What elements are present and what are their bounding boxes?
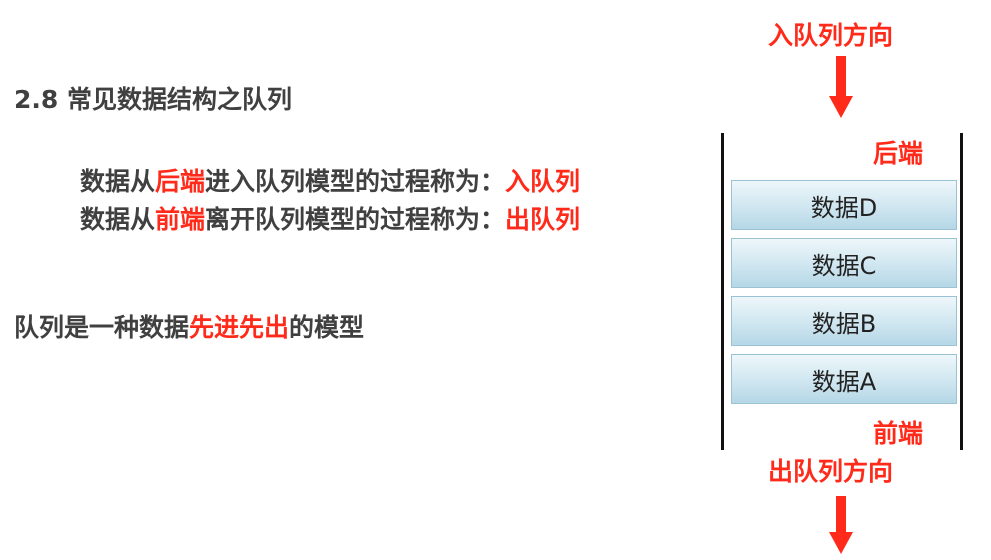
fifo-statement-prefix: 队列是一种数据 (14, 313, 190, 342)
page-title: 2.8 常见数据结构之队列 (14, 85, 292, 114)
dequeue-definition-term: 出队列 (505, 205, 581, 234)
dequeue-definition-middle: 离开队列模型的过程称为： (205, 205, 506, 234)
enqueue-definition-middle: 进入队列模型的过程称为： (205, 167, 506, 196)
dequeue-direction-label: 出队列方向 (768, 457, 894, 486)
queue-item: 数据A (731, 354, 957, 404)
dequeue-definition-prefix: 数据从 (80, 205, 156, 234)
queue-item: 数据D (731, 180, 957, 230)
enqueue-definition-rear: 后端 (155, 167, 206, 196)
queue-right-wall (960, 133, 963, 450)
dequeue-definition-front: 前端 (155, 205, 206, 234)
enqueue-definition: 数据从后端进入队列模型的过程称为：入队列 (80, 162, 580, 198)
queue-front-label: 前端 (873, 419, 924, 448)
enqueue-definition-prefix: 数据从 (80, 167, 156, 196)
queue-item: 数据C (731, 238, 957, 288)
enqueue-definition-term: 入队列 (505, 167, 581, 196)
queue-item: 数据B (731, 296, 957, 346)
fifo-statement: 队列是一种数据先进先出的模型 (14, 308, 364, 344)
queue-left-wall (721, 133, 724, 450)
enqueue-direction-label: 入队列方向 (768, 21, 894, 50)
dequeue-arrow-icon (829, 496, 853, 554)
fifo-statement-highlight: 先进先出 (189, 313, 290, 342)
queue-slots: 数据D 数据C 数据B 数据A (731, 180, 957, 412)
fifo-statement-suffix: 的模型 (289, 313, 365, 342)
enqueue-arrow-icon (829, 56, 853, 118)
queue-rear-label: 后端 (873, 139, 924, 168)
dequeue-definition: 数据从前端离开队列模型的过程称为：出队列 (80, 200, 580, 236)
